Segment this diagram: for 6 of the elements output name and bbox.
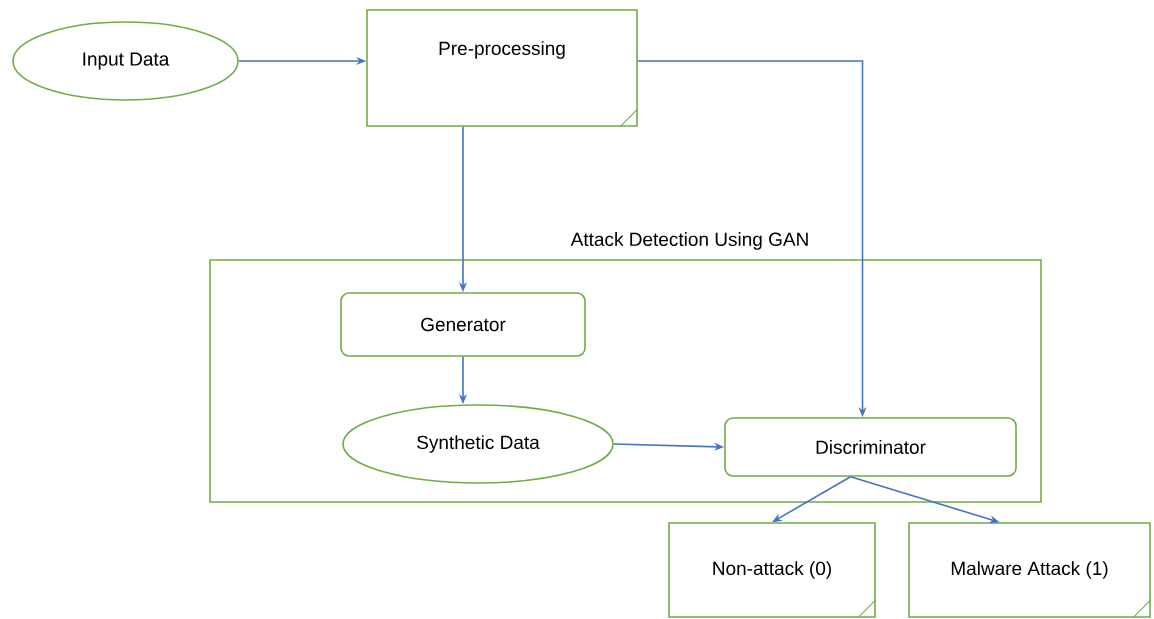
process-box: Generator — [340, 292, 586, 357]
node-label: Attack Detection Using GAN — [570, 232, 808, 250]
process-box: Discriminator — [724, 417, 1017, 477]
output-box: Malware Attack (1) — [908, 522, 1152, 619]
process-box: Pre-processing — [366, 9, 639, 128]
output-box: Non-attack (0) — [668, 522, 877, 619]
